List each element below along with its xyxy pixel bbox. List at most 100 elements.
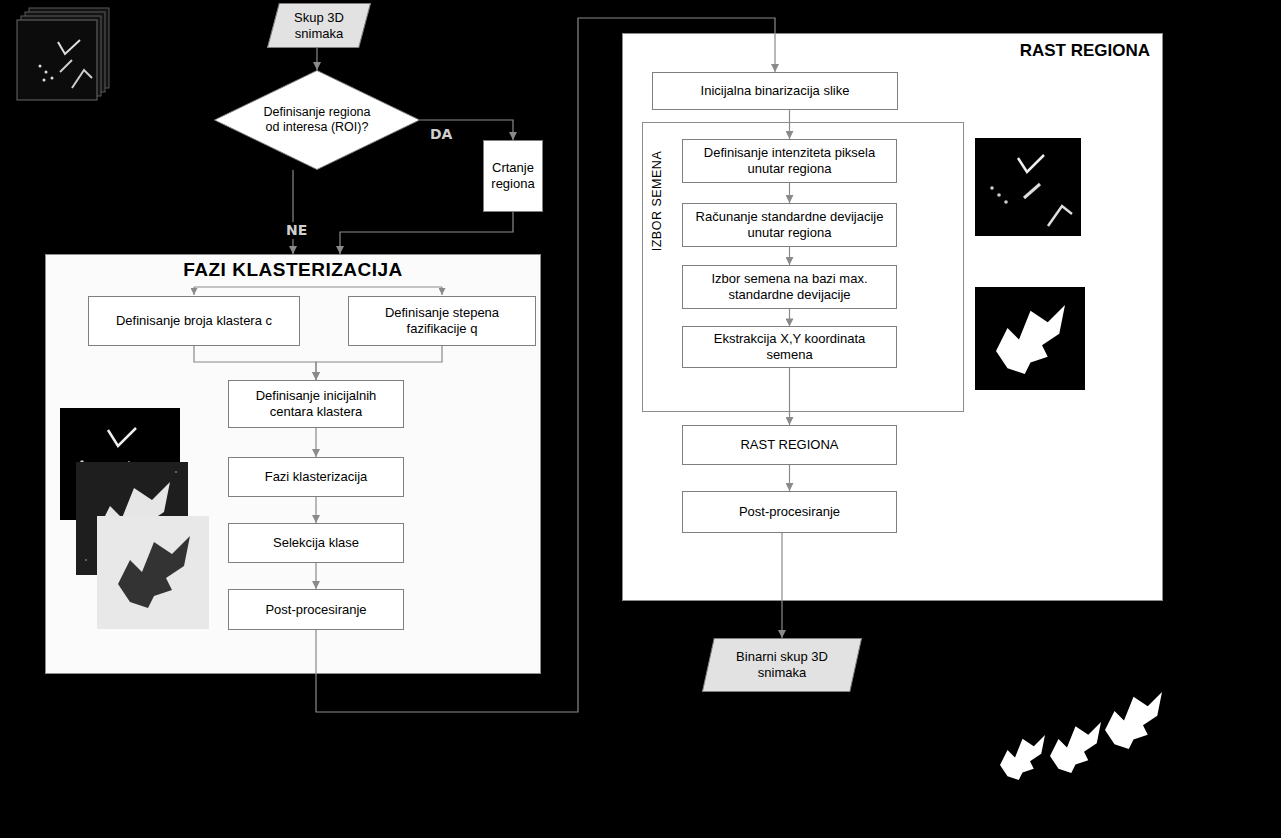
image-slice [17, 20, 97, 100]
box-label: Definisanje intenziteta piksela unutar r… [689, 145, 890, 176]
binary-output-images [1000, 692, 1162, 780]
process-box: Fazi klasterizacija [228, 457, 404, 497]
process-box: Ekstrakcija X,Y koordinata semena [682, 326, 897, 367]
box-label: Računanje standardne devijacije unutar r… [689, 209, 890, 240]
box-label: Selekcija klase [273, 535, 359, 551]
connector-arrow [340, 212, 513, 254]
process-panel: FAZI KLASTERIZACIJA Definisanje broja kla… [45, 254, 541, 674]
process-box: Definisanje broja klastera c [88, 296, 300, 346]
connector-arrow [194, 346, 316, 380]
process-box: Selekcija klase [228, 523, 404, 563]
segment-blob [1000, 735, 1045, 780]
segment-blob [118, 536, 190, 608]
dot [51, 77, 54, 80]
connector-arrow [789, 183, 790, 203]
box-label: Inicijalna binarizacija slike [701, 83, 850, 99]
bracket-lines [194, 287, 442, 295]
bone-shape [108, 428, 136, 446]
parallelogram-outline [268, 4, 371, 48]
connector-arrow [292, 170, 293, 254]
process-box: Post-procesiranje [228, 589, 404, 630]
bone-shape [1024, 184, 1040, 198]
connector-arrow [315, 428, 316, 457]
connector-arrow [789, 465, 790, 491]
box-label: RAST REGIONA [740, 437, 838, 453]
bracket-line [194, 286, 442, 287]
parallelogram-outline [703, 639, 862, 692]
process-box: Izbor semena na bazi max. standardne dev… [682, 265, 897, 309]
box-label: Definisanje broja klastera c [116, 313, 272, 329]
box-label: Crtanje regiona [490, 160, 536, 191]
region-image [975, 287, 1085, 390]
dot [997, 193, 1001, 197]
panel-fill [622, 33, 1163, 601]
noise [85, 559, 87, 561]
group-box: IZBOR SEMENA Definisanje intenziteta piks… [642, 122, 964, 412]
decision-diamond: Definisanje regiona od interesa (ROI)? [214, 70, 420, 170]
panel-title: FAZI KLASTERIZACIJA [46, 259, 540, 282]
connector-arrow [781, 533, 782, 638]
dot [990, 186, 994, 190]
bracket-line [441, 287, 442, 295]
edge-label: NE [284, 222, 309, 239]
box-label: Definisanje inicijalnih centara klastera [235, 388, 397, 419]
bone-shape [58, 40, 80, 54]
segment-blob [1105, 692, 1162, 749]
process-panel: RAST REGIONA Inicijalna binarizacija slik… [622, 33, 1163, 601]
input-data: Skup 3D snimaka [267, 3, 371, 48]
process-box: Definisanje intenziteta piksela unutar r… [682, 139, 897, 183]
box-label: Skup 3D snimaka [282, 10, 356, 41]
bone-shape [60, 60, 72, 72]
connector-arrow [316, 346, 442, 380]
connector-arrow [789, 247, 790, 265]
segment-blob [996, 305, 1065, 374]
dot [43, 79, 46, 82]
connector-arrow [789, 110, 790, 139]
connector-arrow [315, 497, 316, 523]
noise [175, 471, 177, 473]
bone-shape [1018, 155, 1044, 172]
process-box: Definisanje inicijalnih centara klastera [228, 380, 404, 428]
cluster-image [97, 516, 209, 629]
connector-arrow [315, 563, 316, 589]
dot [39, 65, 42, 68]
box-label: Definisanje stepena fazifikacije q [355, 305, 529, 336]
box-label: Fazi klasterizacija [265, 469, 368, 485]
connector-arrow [789, 309, 790, 326]
panel-title: RAST REGIONA [1020, 41, 1150, 61]
dot [1004, 200, 1008, 204]
dot [45, 71, 48, 74]
box-label: Binarni skup 3D snimaka [717, 649, 847, 680]
decision-label: Definisanje regiona od interesa (ROI)? [263, 105, 371, 135]
ct-slice-image [975, 138, 1081, 236]
bracket-line [193, 287, 194, 295]
illustrations [17, 8, 1162, 780]
diamond-outline [215, 71, 420, 170]
output-data: Binarni skup 3D snimaka [702, 638, 862, 692]
image-frame [975, 287, 1085, 390]
image-stack-icon [17, 8, 109, 100]
box-label: Ekstrakcija X,Y koordinata semena [689, 331, 890, 362]
edge-label: DA [428, 126, 454, 143]
box-label: Post-procesiranje [739, 504, 840, 520]
image-frame [97, 516, 209, 629]
process-box: RAST REGIONA [682, 425, 897, 465]
group-title: IZBOR SEMENA [650, 151, 665, 251]
process-box: Računanje standardne devijacije unutar r… [682, 203, 897, 247]
box-label: Izbor semena na bazi max. standardne dev… [689, 271, 890, 302]
connector-arrow [316, 48, 317, 70]
segment-blob [1050, 722, 1101, 773]
connector-arrow [789, 368, 790, 425]
process-box: Crtanje regiona [483, 140, 543, 212]
bone-shape [72, 70, 92, 88]
bone-shape [1048, 206, 1072, 226]
panel-fill [45, 254, 541, 674]
image-frame [975, 138, 1081, 236]
process-box: Definisanje stepena fazifikacije q [348, 296, 536, 346]
box-label: Post-procesiranje [265, 602, 366, 618]
process-box: Inicijalna binarizacija slike [652, 72, 898, 110]
process-box: Post-procesiranje [682, 491, 897, 533]
